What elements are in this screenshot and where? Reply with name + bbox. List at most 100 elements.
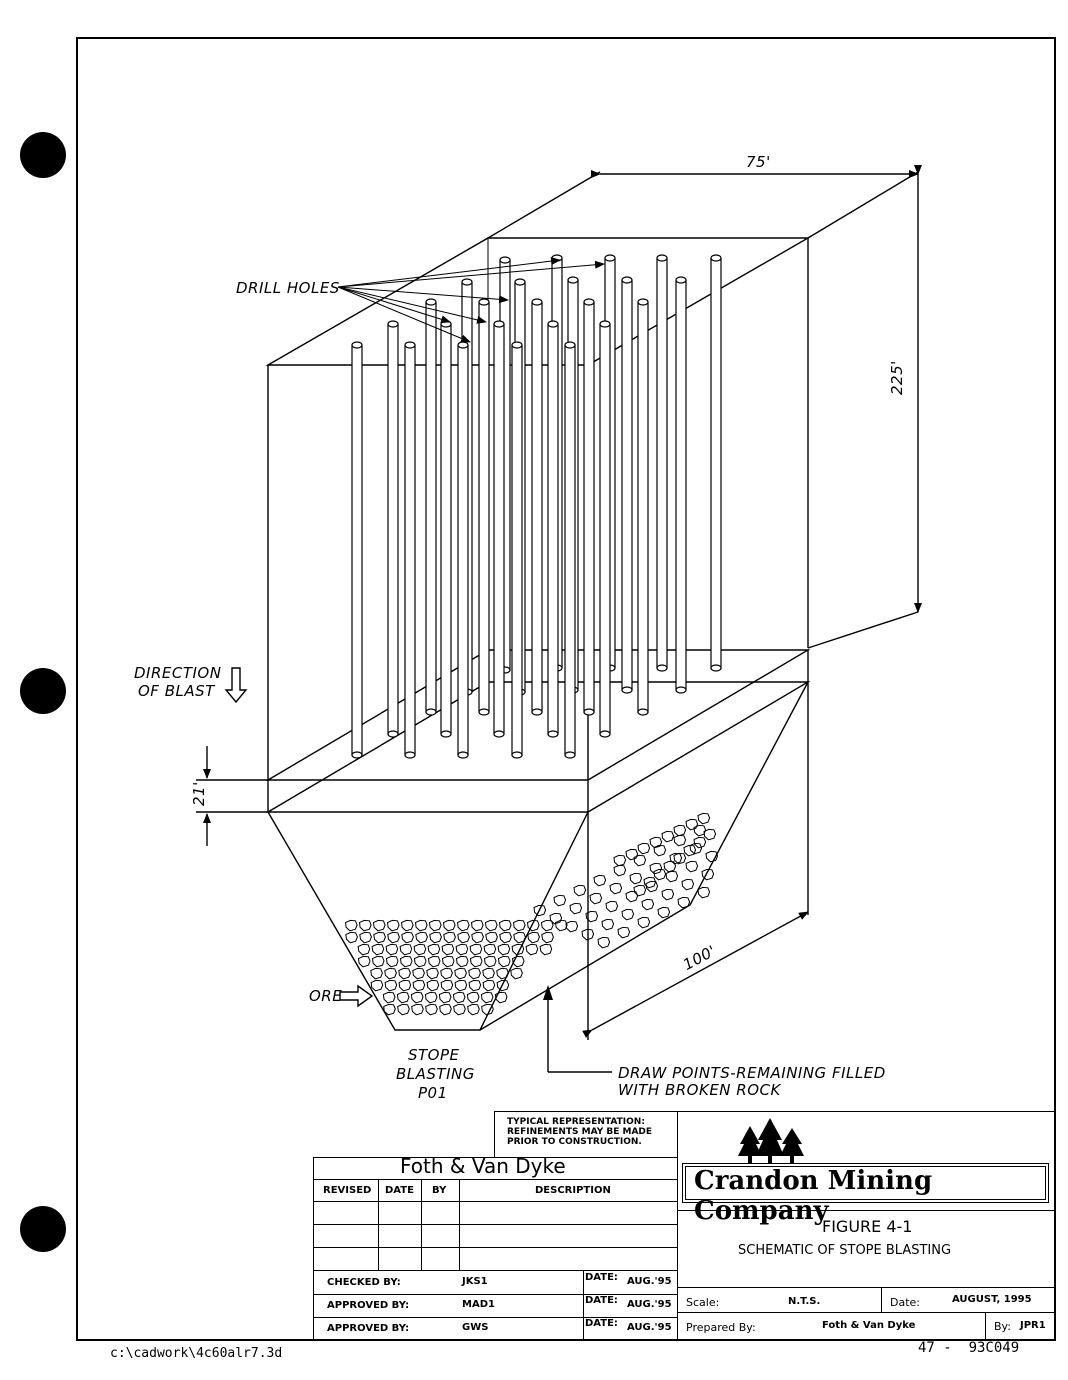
broken-rock (344, 919, 358, 932)
broken-rock (440, 979, 454, 992)
broken-rock (565, 920, 579, 933)
broken-rock (665, 870, 679, 883)
broken-rock (573, 884, 587, 897)
drill-hole (656, 254, 668, 672)
drill-hole (457, 341, 469, 759)
direction-label-line1: DIRECTION (134, 664, 222, 682)
prepared-by-label: Prepared By: (686, 1321, 756, 1334)
broken-rock (484, 919, 498, 932)
broken-rock (673, 834, 687, 847)
broken-rock (429, 931, 442, 944)
broken-rock (677, 896, 691, 909)
broken-rock (427, 943, 441, 956)
approved-by-1-label: APPROVED BY: (327, 1300, 410, 1311)
broken-rock (497, 955, 511, 968)
broken-rock (384, 967, 397, 980)
broken-rock (589, 892, 603, 905)
broken-rock (637, 916, 651, 929)
stope-label-line2: BLASTING (396, 1065, 475, 1083)
broken-rock (482, 967, 495, 980)
broken-rock (494, 991, 508, 1004)
by-label: By: (994, 1320, 1011, 1333)
broken-rock (426, 979, 440, 992)
drill-hole (425, 298, 437, 716)
broken-rock (426, 967, 439, 980)
broken-rock (443, 931, 456, 944)
broken-rock (525, 943, 539, 956)
broken-rock (440, 967, 453, 980)
broken-rock (468, 979, 482, 992)
figure-title: SCHEMATIC OF STOPE BLASTING (738, 1243, 952, 1258)
broken-rock (511, 955, 525, 968)
drill-hole (493, 320, 505, 738)
broken-rock (399, 943, 413, 956)
punch-hole-top (20, 132, 66, 178)
broken-rock (497, 943, 511, 956)
broken-rock (693, 824, 707, 837)
approved-by-2-label: APPROVED BY: (327, 1323, 410, 1334)
date-value: AUGUST, 1995 (952, 1294, 1032, 1305)
checked-date-label: DATE: (585, 1272, 618, 1283)
approved-by-2-value: GWS (462, 1322, 489, 1333)
broken-rock (398, 979, 412, 992)
drill-hole (564, 341, 576, 759)
broken-rock (373, 931, 386, 944)
broken-rock (625, 890, 639, 903)
broken-rock (553, 894, 567, 907)
checked-by-label: CHECKED BY: (327, 1277, 401, 1288)
draw-points-label-line2: WITH BROKEN ROCK (618, 1081, 781, 1099)
broken-rock (441, 943, 455, 956)
checked-date-value: AUG.'95 (627, 1276, 672, 1287)
broken-rock (386, 919, 400, 932)
broken-rock (681, 878, 695, 891)
company-name: Crandon Mining Company (694, 1166, 933, 1226)
broken-rock (401, 931, 414, 944)
col-date: DATE (385, 1185, 414, 1196)
draw-points-label-line1: DRAW POINTS-REMAINING FILLED (618, 1064, 886, 1082)
figure-number: FIGURE 4-1 (822, 1217, 913, 1236)
broken-rock (512, 919, 526, 932)
broken-rock (371, 955, 385, 968)
broken-rock (370, 979, 384, 992)
broken-rock (442, 919, 456, 932)
broken-rock (345, 931, 358, 944)
file-path: c:\cadwork\4c60alr7.3d (110, 1346, 283, 1361)
broken-rock (685, 860, 699, 873)
broken-rock (481, 1003, 494, 1016)
company-name-box (682, 1163, 1049, 1203)
broken-rock (396, 991, 410, 1004)
col-revised: REVISED (323, 1185, 372, 1196)
broken-rock (601, 918, 615, 931)
broken-rock (424, 991, 438, 1004)
broken-rock (585, 910, 599, 923)
broken-rock (470, 919, 484, 932)
broken-rock (441, 955, 455, 968)
broken-rock (693, 836, 707, 849)
broken-rock (526, 919, 540, 932)
broken-rock (358, 919, 372, 932)
broken-rock (496, 979, 510, 992)
broken-rock (697, 886, 711, 899)
broken-rock (593, 874, 607, 887)
broken-rock (499, 931, 512, 944)
drill-hole (478, 298, 490, 716)
broken-rock (653, 868, 667, 881)
dimension-slot-label: 21' (190, 781, 208, 806)
broken-rock (613, 864, 627, 877)
broken-rock (663, 860, 677, 873)
checked-by-value: JKS1 (462, 1276, 488, 1287)
drill-hole (583, 298, 595, 716)
drill-hole (599, 320, 611, 738)
broken-rock (413, 943, 427, 956)
note-line-3: PRIOR TO CONSTRUCTION. (507, 1137, 642, 1147)
broken-rock (397, 1003, 410, 1016)
broken-rock (372, 919, 386, 932)
direction-label-line2: OF BLAST (138, 682, 215, 700)
broken-rock (385, 943, 399, 956)
broken-rock (609, 882, 623, 895)
broken-rock (412, 967, 425, 980)
drill-hole (511, 341, 523, 759)
broken-rock (629, 872, 643, 885)
drill-hole (440, 320, 452, 738)
